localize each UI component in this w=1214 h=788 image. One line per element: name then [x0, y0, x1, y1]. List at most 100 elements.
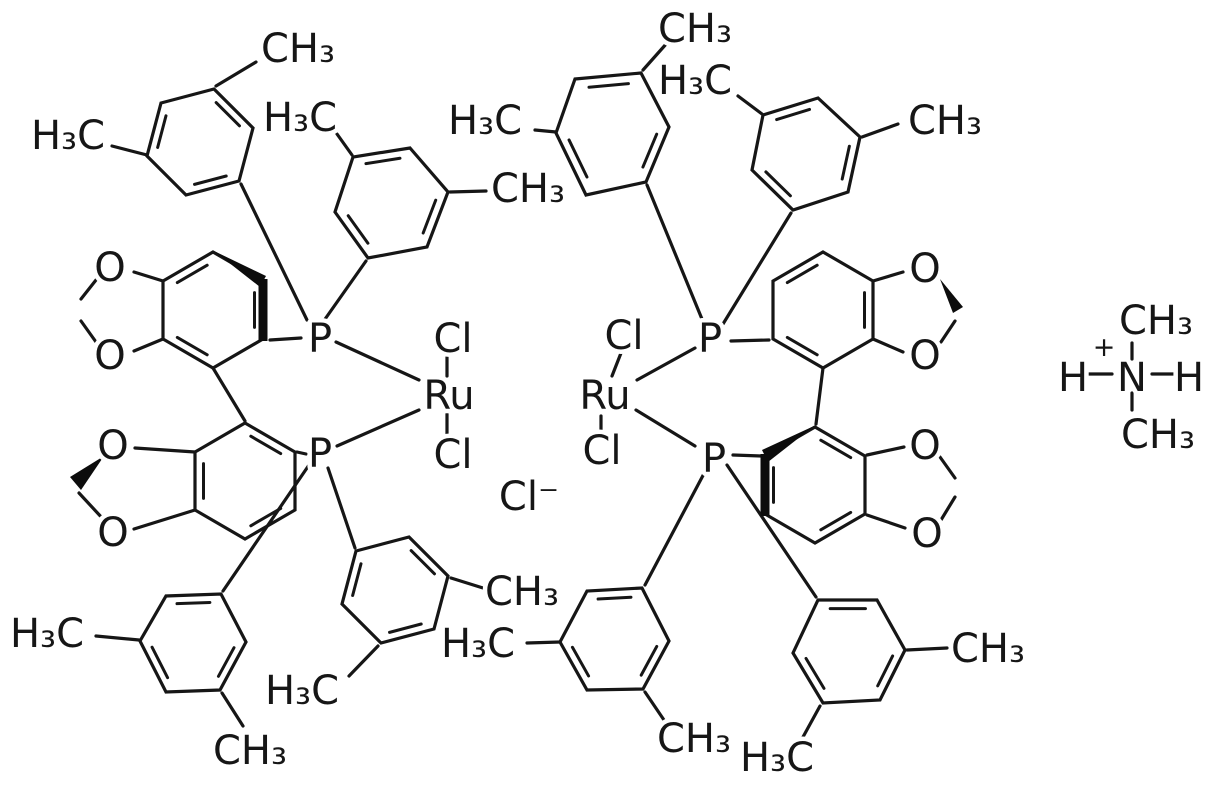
label-cl-right-bottom: Cl [582, 428, 621, 474]
bond-line [321, 259, 368, 324]
label-x1-h3c: H₃C [31, 113, 105, 159]
label-o-lower-left-2: O [97, 510, 128, 556]
aromatic-inner-bond [840, 144, 851, 181]
stereo-wedge-bond [214, 251, 266, 287]
aromatic-inner-bond [596, 595, 633, 601]
label-x7-h3c: H₃C [441, 621, 515, 667]
label-cl-left-top: Cl [433, 316, 472, 362]
aromatic-ring [145, 87, 255, 197]
label-o-lower-right-1: O [909, 423, 940, 469]
label-x1-ch3: CH₃ [261, 26, 335, 72]
bond-line [326, 466, 357, 550]
aromatic-ring [771, 250, 875, 370]
label-o-upper-left-1: O [94, 245, 125, 291]
bond-line [871, 337, 905, 354]
stereo-wedge-bond [70, 456, 104, 490]
aromatic-inner-bond [804, 656, 826, 690]
aromatic-inner-bond [819, 510, 853, 532]
bond-line [865, 513, 907, 530]
bond-line [110, 144, 149, 157]
label-o-lower-right-2: O [911, 511, 942, 557]
label-x7-ch3: CH₃ [657, 716, 731, 762]
aromatic-inner-bond [249, 434, 283, 456]
bond-line [610, 351, 623, 378]
bond-line [77, 491, 106, 522]
aromatic-inner-bond [409, 549, 436, 576]
aromatic-inner-bond [587, 82, 630, 89]
label-x3-h3c: H₃C [448, 98, 522, 144]
label-x8-ch3: CH₃ [951, 626, 1025, 672]
aromatic-ring [750, 96, 862, 212]
bond-line [448, 189, 488, 194]
label-x2-h3c: H₃C [263, 95, 337, 141]
bond-line [295, 450, 308, 456]
aromatic-ring [791, 598, 907, 705]
bond-line [220, 691, 245, 728]
aromatic-inner-bond [876, 654, 895, 688]
aromatic-inner-bond [421, 198, 438, 235]
bond-line [871, 270, 905, 283]
label-o-upper-right-1: O [909, 246, 940, 292]
bond-line [533, 128, 558, 134]
aromatic-inner-bond [175, 600, 212, 606]
bond-line [133, 446, 197, 454]
bond-line [939, 495, 957, 522]
bond-line [643, 464, 710, 587]
bond-line [635, 346, 697, 382]
label-p-left-top: P [308, 316, 332, 362]
aromatic-inner-bond [785, 335, 819, 357]
label-ammonium-n: N [1117, 355, 1147, 401]
aromatic-inner-bond [175, 263, 209, 285]
bond-line [132, 508, 197, 531]
label-ru-left: Ru [423, 373, 474, 419]
aromatic-ring [333, 146, 450, 260]
bond-line [645, 183, 706, 326]
stereo-wedge-bond [940, 279, 963, 313]
aromatic-inner-bond [193, 174, 228, 186]
aromatic-inner-bond [775, 107, 812, 122]
bond-line [334, 340, 421, 382]
aromatic-inner-bond [351, 562, 363, 597]
bond-line [335, 132, 354, 157]
molecule-skeleton [70, 41, 1177, 739]
bond-line [938, 455, 957, 480]
aromatic-inner-bond [364, 156, 402, 166]
label-x6-h3c: H₃C [658, 58, 732, 104]
bond-line [214, 60, 258, 88]
label-x6-ch3: CH₃ [908, 98, 982, 144]
label-p-right-top: P [698, 316, 722, 362]
aromatic-inner-bond [175, 335, 209, 357]
aromatic-inner-bond [346, 214, 370, 245]
bond-line [814, 366, 825, 426]
label-x4-h3c: H₃C [10, 611, 84, 657]
aromatic-inner-bond [570, 645, 591, 678]
label-x5-ch3: CH₃ [485, 569, 559, 615]
bond-line [939, 319, 957, 344]
label-x2-ch3: CH₃ [491, 166, 565, 212]
aromatic-inner-bond [764, 170, 792, 198]
aromatic-inner-bond [567, 138, 589, 179]
bond-line [905, 646, 949, 652]
aromatic-inner-bond [150, 645, 170, 680]
label-chloride-anion: Cl⁻ [499, 474, 559, 520]
aromatic-inner-bond [785, 263, 819, 285]
label-o-lower-left-1: O [97, 423, 128, 469]
label-ammonium-charge: + [1093, 332, 1116, 363]
bond-line [347, 644, 380, 678]
bond-line [731, 453, 763, 458]
label-p-right-bottom: P [702, 436, 726, 482]
label-cl-right-top: Cl [604, 313, 643, 359]
bond-line [79, 278, 98, 301]
label-ammonium-ch3-bottom: CH₃ [1121, 412, 1195, 458]
bond-line [132, 337, 165, 353]
bond-line [801, 704, 822, 739]
bond-line [132, 270, 165, 283]
bond-line [525, 640, 562, 645]
bond-line [865, 445, 906, 457]
bond-line [211, 366, 247, 423]
bond-line [641, 41, 669, 72]
bond-line [221, 463, 311, 593]
label-x5-h3c: H₃C [265, 668, 339, 714]
